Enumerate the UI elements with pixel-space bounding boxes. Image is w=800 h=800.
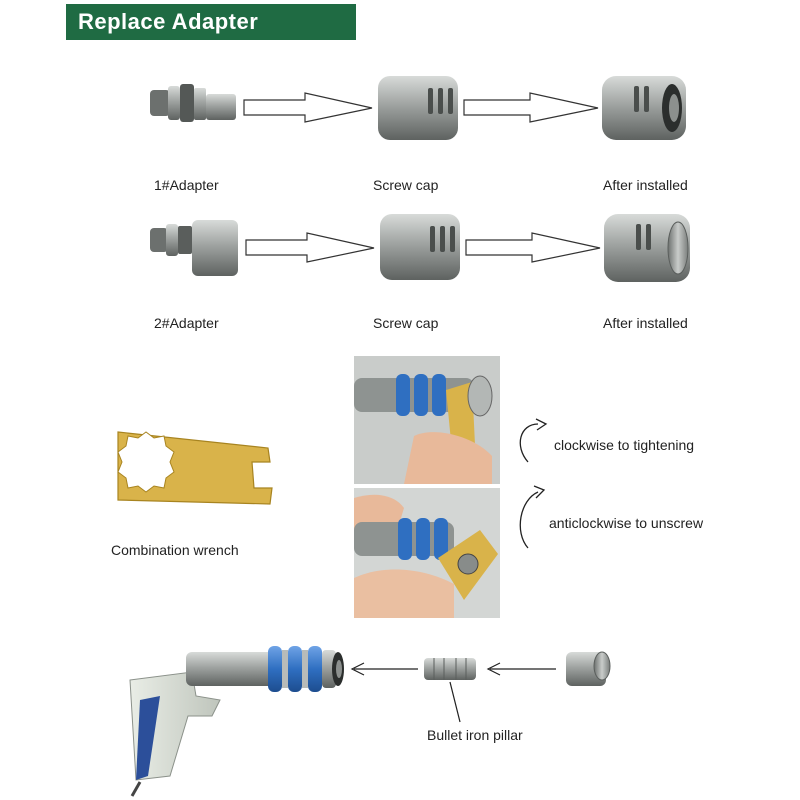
adapter-1-part — [150, 84, 236, 122]
label-bullet-iron-pillar: Bullet iron pillar — [427, 727, 523, 743]
label-clockwise: clockwise to tightening — [554, 437, 695, 453]
installed-2-part — [604, 214, 690, 282]
screw-cap-small-icon — [566, 651, 611, 686]
bullet-iron-pillar-icon — [424, 658, 476, 680]
label-adapter-1: 1#Adapter — [154, 177, 219, 193]
arrow-right-1b — [463, 92, 599, 123]
arrow-right-1a — [243, 92, 373, 123]
label-combination-wrench: Combination wrench — [111, 542, 239, 558]
screw-cap-1-part — [378, 76, 458, 140]
screw-cap-2-part — [380, 214, 460, 280]
anticlockwise-arrow-icon — [519, 485, 546, 549]
pointer-line — [449, 681, 461, 723]
handpiece-gun-icon — [129, 646, 344, 797]
page-title: Replace Adapter — [66, 4, 356, 40]
photo-unscrewing — [354, 488, 500, 618]
arrow-right-2a — [245, 232, 375, 263]
photo-tightening — [354, 356, 500, 484]
installed-1-part — [602, 76, 686, 140]
label-adapter-2: 2#Adapter — [154, 315, 219, 331]
label-installed-1: After installed — [603, 177, 688, 193]
arrow-right-2b — [465, 232, 601, 263]
label-screw-cap-2: Screw cap — [373, 315, 439, 331]
adapter-2-part — [150, 220, 238, 276]
arrow-left-2 — [486, 662, 556, 676]
clockwise-arrow-icon — [519, 418, 548, 463]
combination-wrench-icon — [117, 431, 273, 505]
arrow-left-1 — [350, 662, 418, 676]
label-anticlockwise: anticlockwise to unscrew — [549, 515, 704, 531]
label-installed-2: After installed — [603, 315, 688, 331]
label-screw-cap-1: Screw cap — [373, 177, 439, 193]
